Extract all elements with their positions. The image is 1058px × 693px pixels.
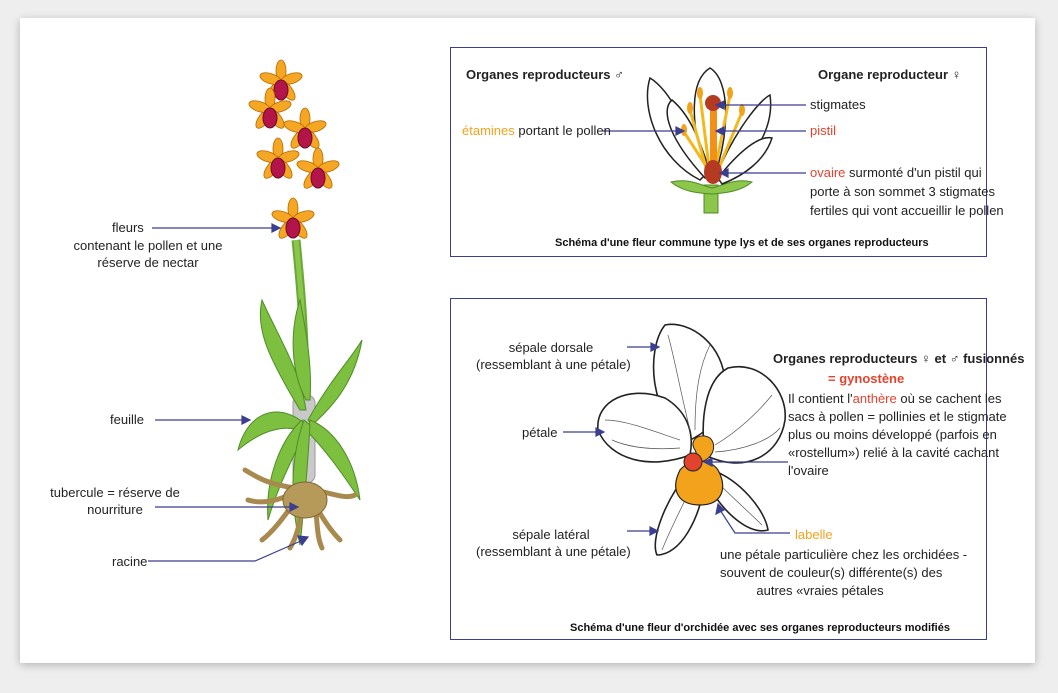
label-etamines-rest: portant le pollen bbox=[518, 123, 611, 138]
label-ovaire-line2: porte à son sommet 3 stigmates bbox=[810, 183, 995, 200]
label-tubercule-2: nourriture bbox=[40, 501, 190, 518]
orchid-title-a: Organes reproducteurs bbox=[773, 351, 918, 366]
label-ovaire-word: ovaire bbox=[810, 165, 845, 180]
label-fleurs-desc-2: réserve de nectar bbox=[68, 254, 228, 271]
orchid-title-b: fusionnés bbox=[963, 351, 1024, 366]
orchid-desc-line5: l'ovaire bbox=[788, 462, 829, 479]
label-tubercule-1: tubercule = réserve de bbox=[40, 484, 190, 501]
plant-flower-icon bbox=[271, 198, 316, 241]
female-symbol-icon: ♀ bbox=[921, 351, 931, 366]
label-ovaire-rest: surmonté d'un pistil qui bbox=[849, 165, 982, 180]
label-labelle-2: souvent de couleur(s) différente(s) des bbox=[720, 564, 920, 581]
label-gynostene: = gynostène bbox=[828, 370, 904, 387]
orchid-desc-line4: «rostellum») relié à la cavité cachant bbox=[788, 444, 999, 461]
label-feuille: feuille bbox=[110, 411, 144, 428]
label-fleurs-desc-1: contenant le pollen et une bbox=[68, 237, 228, 254]
label-labelle-3: autres «vraies pétales bbox=[720, 582, 920, 599]
lily-right-title: Organe reproducteur ♀ bbox=[818, 66, 961, 83]
plant-flower-icon bbox=[296, 148, 341, 191]
orchid-plant-illustration bbox=[238, 60, 362, 548]
male-symbol-icon: ♂ bbox=[950, 351, 960, 366]
plant-flower-icon bbox=[283, 108, 328, 151]
label-racine: racine bbox=[112, 553, 147, 570]
label-anthere: anthère bbox=[853, 391, 897, 406]
orchid-desc-line3: plus ou moins développé (parfois en bbox=[788, 426, 997, 443]
lily-flower-illustration bbox=[647, 68, 772, 213]
label-stigmates: stigmates bbox=[810, 96, 866, 113]
orchid-desc-line1: Il contient l'anthère où se cachent les bbox=[788, 390, 1002, 407]
orchid-desc-contient-a: Il contient l' bbox=[788, 391, 853, 406]
label-petale: pétale bbox=[522, 424, 557, 441]
label-sepale-lateral-1: sépale latéral bbox=[476, 526, 626, 543]
lily-left-title: Organes reproducteurs ♂ bbox=[466, 66, 624, 83]
label-sepale-lateral-2: (ressemblant à une pétale) bbox=[476, 543, 626, 560]
male-symbol-icon: ♂ bbox=[614, 67, 624, 82]
orchid-title-et: et bbox=[935, 351, 947, 366]
label-etamines: étamines portant le pollen bbox=[462, 122, 611, 139]
label-ovaire-line3: fertiles qui vont accueillir le pollen bbox=[810, 202, 1004, 219]
orchid-title: Organes reproducteurs ♀ et ♂ fusionnés bbox=[773, 350, 1024, 367]
label-sepale-dorsale-2: (ressemblant à une pétale) bbox=[476, 356, 626, 373]
label-labelle-1: une pétale particulière chez les orchidé… bbox=[720, 546, 920, 563]
label-ovaire: ovaire surmonté d'un pistil qui bbox=[810, 164, 982, 181]
label-labelle: labelle bbox=[795, 526, 833, 543]
lily-left-title-text: Organes reproducteurs bbox=[466, 67, 611, 82]
female-symbol-icon: ♀ bbox=[952, 67, 962, 82]
label-pistil: pistil bbox=[810, 122, 836, 139]
lily-right-title-text: Organe reproducteur bbox=[818, 67, 948, 82]
orchid-desc-contient-b: où se cachent les bbox=[897, 391, 1002, 406]
label-etamines-word: étamines bbox=[462, 123, 515, 138]
lily-caption: Schéma d'une fleur commune type lys et d… bbox=[555, 237, 929, 249]
label-sepale-dorsale-1: sépale dorsale bbox=[476, 339, 626, 356]
label-fleurs: fleurs bbox=[112, 219, 144, 236]
orchid-desc-line2: sacs à pollen = pollinies et le stigmate bbox=[788, 408, 1007, 425]
orchid-caption: Schéma d'une fleur d'orchidée avec ses o… bbox=[570, 622, 950, 634]
